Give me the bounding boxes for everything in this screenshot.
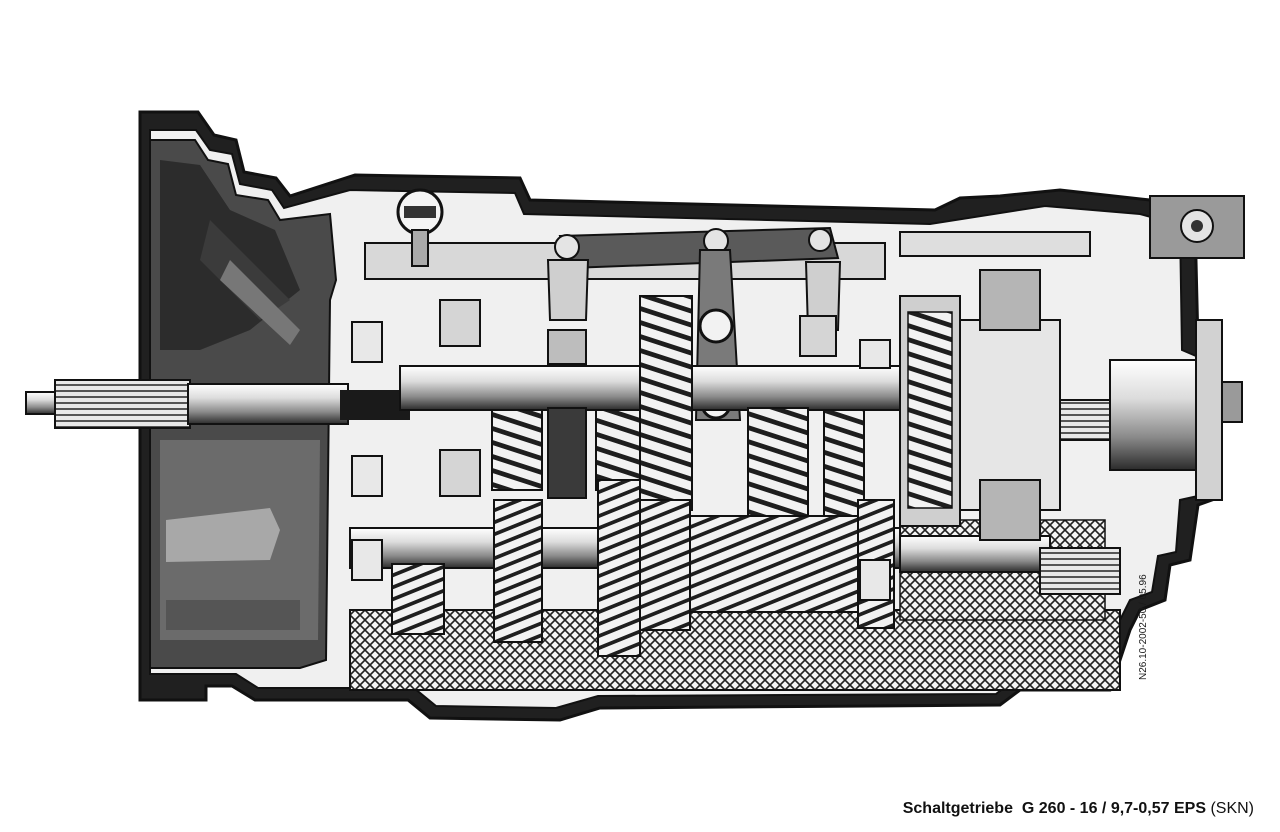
caption-variant: (SKN) [1210, 800, 1254, 817]
shaft-bearings [351, 321, 891, 601]
main-shaft-gears [491, 295, 865, 521]
oil-sump [349, 609, 1121, 691]
caption-model: G 260 - 16 / 9,7-0,57 EPS [1021, 800, 1206, 817]
drawing-reference-number: N26.10-2002-50 / 05.96 [1138, 574, 1149, 680]
drawing-caption: Schaltgetriebe G 260 - 16 / 9,7-0,57 EPS… [903, 800, 1254, 818]
caption-name: Schaltgetriebe [902, 800, 1013, 817]
input-shaft [25, 379, 410, 429]
output-flange [1109, 319, 1243, 501]
eps-shift-actuator [899, 195, 1245, 259]
range-planetary-set [899, 269, 1061, 541]
synchronizer-hubs [439, 299, 837, 497]
